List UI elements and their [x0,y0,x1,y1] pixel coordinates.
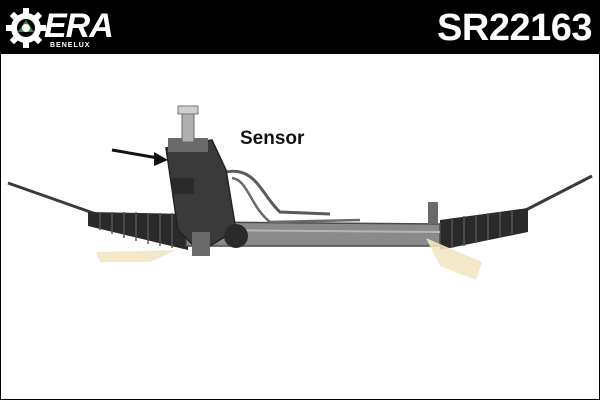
brand-subtitle: BENELUX [50,42,91,49]
header-bar: ERA BENELUX SR22163 [0,0,600,54]
brand-name: ERA [44,7,114,45]
brand-logo: ERA BENELUX [4,4,114,52]
arrow-pointer-icon [111,148,168,166]
sensor-label: Sensor [240,128,305,149]
part-number: SR22163 [437,7,592,49]
era-gear-icon [6,8,46,48]
steering-rack-photo [7,105,593,280]
